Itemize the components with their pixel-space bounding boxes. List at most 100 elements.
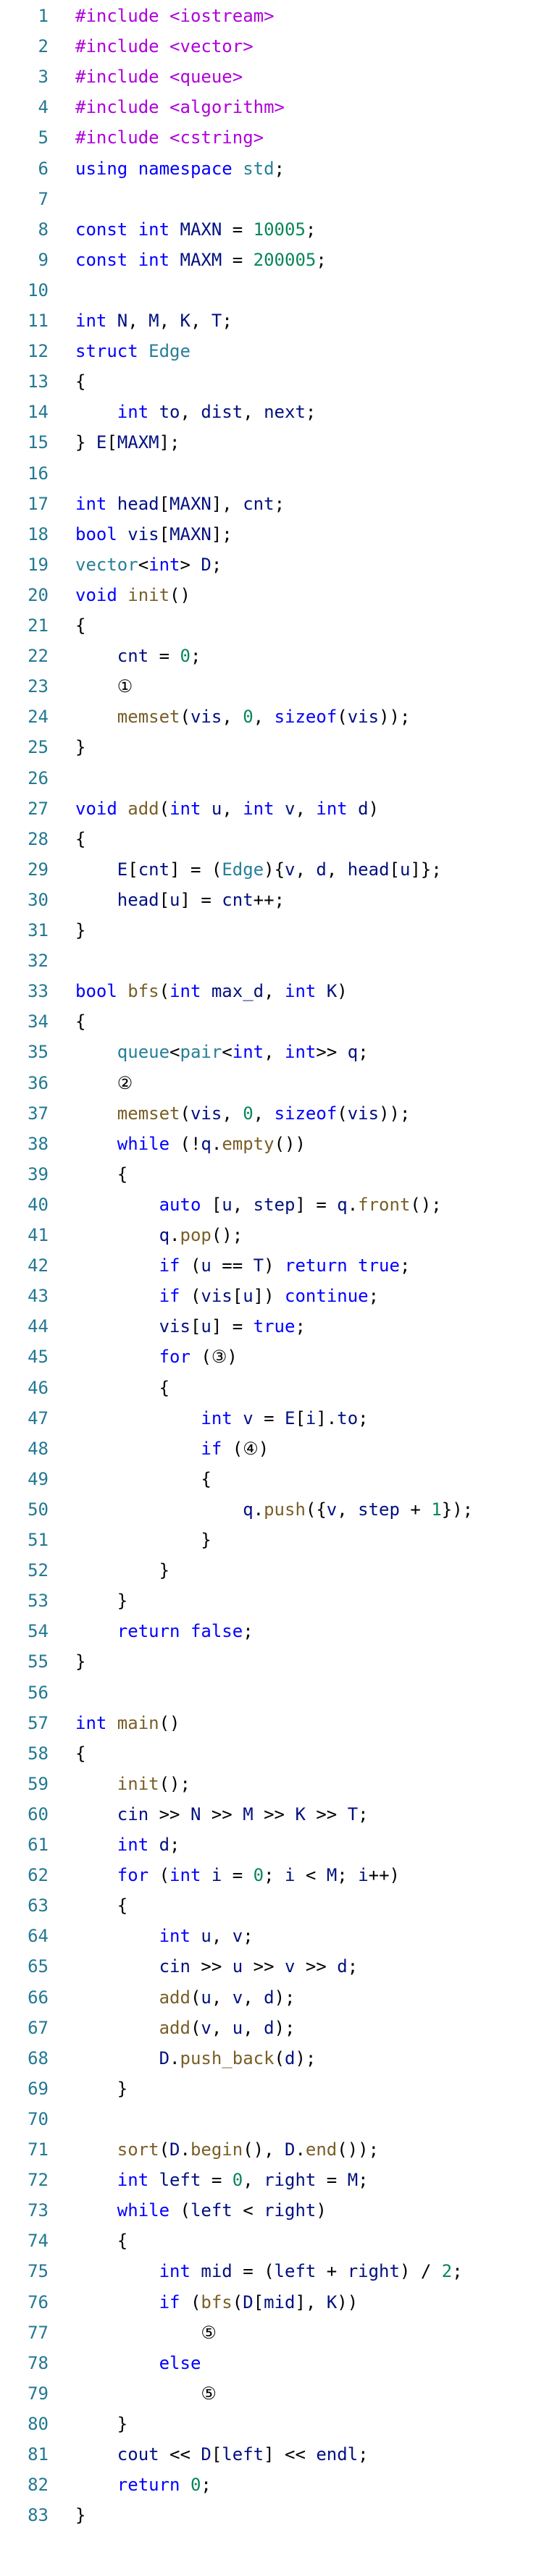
code-token: +: [316, 2261, 348, 2282]
code-token: )): [337, 2291, 359, 2312]
code-token: int: [75, 311, 117, 331]
code-line: 82 return 0;: [0, 2470, 536, 2500]
code-token: ,: [211, 2017, 233, 2038]
line-number: 70: [28, 2108, 49, 2129]
line-content: } E[MAXM];: [75, 427, 180, 458]
code-token: const int: [75, 219, 180, 240]
code-token: ;: [337, 1865, 359, 1886]
code-token: M: [347, 2170, 359, 2191]
code-token: ()): [274, 1133, 306, 1154]
code-line: 70: [0, 2104, 536, 2134]
line-number: 19: [28, 554, 49, 575]
code-line: 48 if (④): [0, 1434, 536, 1464]
code-token: u: [169, 889, 180, 910]
code-token: =: [148, 646, 180, 667]
code-line: 74 {: [0, 2226, 536, 2256]
line-number: 4: [38, 97, 49, 118]
code-token: vis: [201, 1286, 233, 1307]
line-number: 57: [28, 1712, 49, 1733]
line-number: 75: [28, 2261, 49, 2282]
code-token: .: [253, 1499, 264, 1520]
code-token: if: [201, 1438, 233, 1459]
code-token: int: [243, 798, 285, 819]
code-token: d: [264, 2017, 275, 2038]
code-line: 76 if (bfs(D[mid], K)): [0, 2287, 536, 2318]
line-number: 33: [28, 981, 49, 1002]
line-content: int u, v;: [75, 1921, 254, 1951]
code-token: 0: [232, 2170, 243, 2191]
code-token: [: [211, 1194, 222, 1215]
code-token: #include <vector>: [75, 36, 254, 57]
line-content: #include <vector>: [75, 31, 254, 62]
code-token: ++;: [253, 889, 285, 910]
code-token: v: [232, 1987, 243, 2008]
code-token: <: [295, 1865, 327, 1886]
code-token: (: [337, 1103, 348, 1124]
code-token: [75, 402, 117, 422]
code-token: main: [117, 1712, 159, 1733]
code-token: ());: [337, 2139, 380, 2160]
line-number: 30: [28, 889, 49, 910]
code-token: ) /: [399, 2261, 442, 2282]
code-token: d: [159, 1835, 170, 1855]
code-token: int: [75, 1712, 117, 1733]
code-token: int: [148, 554, 180, 575]
code-token: ,: [222, 798, 243, 819]
code-token: ();: [159, 1773, 190, 1794]
line-content: init();: [75, 1769, 190, 1799]
line-number: 36: [28, 1072, 49, 1093]
code-token: to: [337, 1407, 359, 1428]
code-token: ;: [358, 1042, 369, 1063]
code-line: 49 {: [0, 1464, 536, 1494]
line-content: int d;: [75, 1830, 180, 1860]
code-token: vector: [75, 554, 138, 575]
line-content: bool bfs(int max_d, int K): [75, 976, 348, 1006]
code-token: [75, 1774, 117, 1794]
code-line: 79 ⑤: [0, 2378, 536, 2409]
code-token: );: [274, 2017, 296, 2038]
code-token: ;: [222, 311, 233, 331]
code-token: vis: [347, 1103, 380, 1124]
code-token: K: [326, 981, 338, 1002]
code-token: 1: [431, 1499, 442, 1520]
code-token: ;: [243, 1926, 254, 1947]
code-token: ;: [368, 1286, 380, 1307]
code-line: 55}: [0, 1646, 536, 1677]
code-token: }: [75, 432, 96, 453]
code-token: N: [117, 311, 128, 331]
code-token: <: [222, 1042, 233, 1063]
code-token: {: [274, 859, 285, 880]
code-token: int: [285, 981, 327, 1002]
line-content: if (bfs(D[mid], K)): [75, 2287, 359, 2318]
line-content: {: [75, 1738, 85, 1769]
code-token: ,: [295, 859, 317, 880]
code-token: [75, 2444, 117, 2465]
code-token: }: [75, 1530, 212, 1550]
code-token: {: [75, 1895, 128, 1916]
code-token: =: [201, 2170, 233, 2191]
code-token: MAXM: [117, 432, 159, 453]
line-content: {: [75, 1159, 127, 1190]
line-content: int main(): [75, 1708, 180, 1738]
line-number: 42: [28, 1255, 49, 1276]
code-line: 36 ②: [0, 1068, 536, 1098]
line-content: memset(vis, 0, sizeof(vis));: [75, 1098, 411, 1129]
line-number: 44: [28, 1316, 49, 1337]
code-line: 23 ①: [0, 671, 536, 702]
code-token: int: [169, 981, 212, 1002]
code-token: E: [117, 859, 128, 880]
code-token: int: [316, 798, 359, 819]
line-content: add(v, u, d);: [75, 2013, 296, 2043]
code-token: v: [232, 1926, 243, 1947]
code-token: [: [159, 493, 170, 514]
code-token: int: [169, 1865, 212, 1886]
code-line: 41 q.pop();: [0, 1220, 536, 1250]
code-token: sort: [117, 2139, 159, 2160]
code-token: <: [232, 2200, 264, 2221]
code-token: ;: [211, 554, 222, 575]
fill-in-blank-marker: ⑤: [201, 2383, 217, 2404]
code-token: [75, 2323, 201, 2343]
line-number: 81: [28, 2444, 49, 2465]
code-line: 64 int u, v;: [0, 1921, 536, 1951]
